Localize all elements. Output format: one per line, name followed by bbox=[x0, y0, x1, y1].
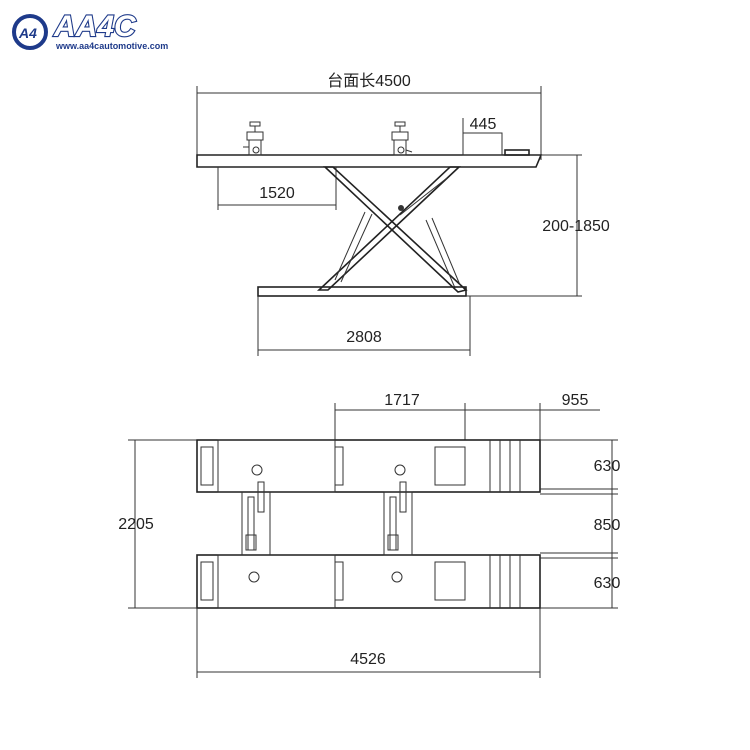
runway-upper bbox=[196, 439, 541, 493]
base-frame bbox=[257, 286, 467, 297]
height-range-label: 200-1850 bbox=[542, 218, 610, 235]
ramp-length-label: 955 bbox=[562, 392, 589, 409]
overall-width-label: 2205 bbox=[118, 516, 154, 533]
center-distance-label: 1717 bbox=[384, 392, 420, 409]
logo-emblem-icon bbox=[12, 14, 48, 50]
base-length-label: 2808 bbox=[346, 329, 382, 346]
side-view: 台面长4500 445 1520 bbox=[196, 72, 610, 356]
gap-width-label: 850 bbox=[594, 517, 621, 534]
ramp-block bbox=[504, 149, 530, 156]
logo-url: www.aa4cautomotive.com bbox=[55, 41, 168, 51]
top-view: 1717 955 bbox=[118, 392, 620, 678]
jack-right bbox=[391, 121, 413, 156]
block-445 bbox=[462, 132, 503, 156]
block-width-label: 445 bbox=[470, 116, 497, 133]
runway-lower bbox=[196, 554, 541, 609]
cross-mechanism-right bbox=[383, 481, 413, 556]
logo-emblem-text: A4 bbox=[18, 25, 37, 41]
runway-width-bottom-label: 630 bbox=[594, 575, 621, 592]
scissor-mechanism bbox=[316, 166, 468, 293]
cross-mechanism-left bbox=[241, 481, 271, 556]
overall-length-label: 4526 bbox=[350, 651, 386, 668]
jack-left bbox=[243, 121, 264, 156]
runway-width-top-label: 630 bbox=[594, 458, 621, 475]
platform-length-label: 台面长4500 bbox=[327, 72, 411, 90]
platform bbox=[196, 154, 543, 168]
logo: A4 AA4C www.aa4cautomotive.com bbox=[12, 9, 168, 51]
logo-brand: AA4C bbox=[53, 10, 137, 43]
jack-offset-label: 1520 bbox=[259, 185, 295, 202]
